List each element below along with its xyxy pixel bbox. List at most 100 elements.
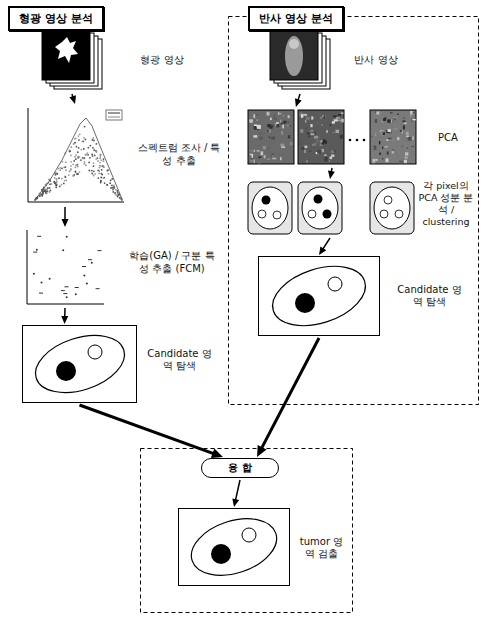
image-step: 학습(GA) / 구분 특성 추출 (FCM) <box>25 228 105 306</box>
pca-noise <box>301 114 303 117</box>
scatter-dot <box>100 154 102 156</box>
pca-noise <box>413 112 416 114</box>
pca-noise <box>305 120 306 122</box>
scatter-dot <box>79 156 81 158</box>
header-text: 형광 영상 분석 <box>19 11 93 26</box>
scatter-dot <box>50 190 52 192</box>
scatter-dot <box>85 154 87 156</box>
pca-noise <box>264 155 266 158</box>
pca-noise <box>388 138 392 139</box>
pca-noise <box>280 157 281 160</box>
pca-noise <box>281 146 285 148</box>
scatter-dot <box>83 158 85 160</box>
result-box: Candidate 영역 탐색 <box>258 256 380 336</box>
pca-noise <box>253 114 255 118</box>
scatter-dot <box>84 157 86 159</box>
pca-noise <box>400 161 404 163</box>
scatter-dot <box>117 196 119 198</box>
pca-noise <box>250 154 253 155</box>
pca-noise <box>383 132 385 135</box>
cluster-ellipse <box>374 187 410 229</box>
scatter-dot <box>106 184 108 186</box>
pca-noise <box>282 125 284 129</box>
pca-noise <box>338 114 341 116</box>
scatter-dot <box>114 192 116 194</box>
pca-noise <box>403 125 405 129</box>
scatter-dot <box>92 155 94 157</box>
scatter-dot <box>81 141 83 143</box>
scatter-dot <box>95 158 97 160</box>
pca-noise <box>271 137 275 140</box>
pca-noise <box>382 147 383 150</box>
scatter-dot <box>99 162 101 164</box>
scatter-dot <box>92 147 94 149</box>
scatter-dash <box>65 286 69 287</box>
pca-noise <box>404 123 407 124</box>
pca-noise <box>317 150 321 154</box>
scatter-dot <box>90 145 92 147</box>
scatter-dot <box>113 186 115 188</box>
step-caption: Candidate 영역 탐색 <box>394 284 466 309</box>
pca-noise <box>324 158 328 162</box>
scatter-dot <box>92 137 94 139</box>
step-caption: PCA <box>426 132 470 145</box>
arrow-line <box>236 480 240 500</box>
pca-noise <box>375 159 378 161</box>
scatter-dot <box>65 180 67 182</box>
result-box: Candidate 영역 탐색 <box>22 325 137 403</box>
scatter-dot <box>54 182 56 184</box>
pca-noise <box>308 131 312 132</box>
pca-noise <box>267 112 269 115</box>
chart-legend-box <box>106 110 122 120</box>
scatter-dot <box>80 159 82 161</box>
image-step: 각 pixel의 PCA 성분 분석 / clustering <box>246 180 414 236</box>
scatter-dot <box>54 182 56 184</box>
scatter-dot <box>73 175 75 177</box>
scatter-dot <box>111 184 113 186</box>
scatter-dot <box>84 161 86 163</box>
scatter-dot <box>36 249 38 251</box>
pca-noise <box>272 158 276 160</box>
scatter-dot <box>75 172 77 174</box>
step-caption: 학습(GA) / 구분 특성 추출 (FCM) <box>128 250 216 275</box>
pca-noise <box>332 132 334 133</box>
pca-noise <box>269 130 271 133</box>
pca-noise <box>268 148 270 150</box>
scatter-dot <box>116 190 118 192</box>
scatter-dot <box>69 171 71 173</box>
scatter-dot <box>70 155 72 157</box>
scatter-dot <box>97 177 99 179</box>
pca-noise <box>388 129 391 132</box>
pca-noise <box>288 115 290 118</box>
scatter-dash <box>39 293 43 294</box>
scatter-dot <box>77 173 79 175</box>
chart-legend-line <box>108 113 120 114</box>
chart-axis <box>28 202 124 203</box>
pca-noise <box>404 160 407 163</box>
pca-noise <box>278 132 279 134</box>
region-ellipse <box>265 255 373 336</box>
scatter-dash <box>61 290 65 291</box>
scatter-dot <box>97 169 99 171</box>
cluster-box <box>370 182 414 234</box>
reflection-body <box>285 36 303 76</box>
scatter-dot <box>68 174 70 176</box>
scatter-dot <box>39 195 41 197</box>
pca-noise <box>338 120 341 121</box>
candidate-dot <box>328 277 342 291</box>
scatter-dash <box>98 250 102 251</box>
tumor-dot <box>211 544 231 564</box>
arrow-head <box>62 219 69 227</box>
section-header: 반사 영상 분석 <box>248 6 344 31</box>
arrow-line <box>262 338 319 448</box>
cluster-box <box>248 182 292 234</box>
scatter-dot <box>83 274 85 276</box>
pca-noise <box>320 117 323 119</box>
pca-noise <box>385 146 388 147</box>
scatter-dash <box>88 259 92 260</box>
pca-noise <box>392 149 394 151</box>
scatter-dot <box>70 161 72 163</box>
arrow-line <box>323 238 330 249</box>
